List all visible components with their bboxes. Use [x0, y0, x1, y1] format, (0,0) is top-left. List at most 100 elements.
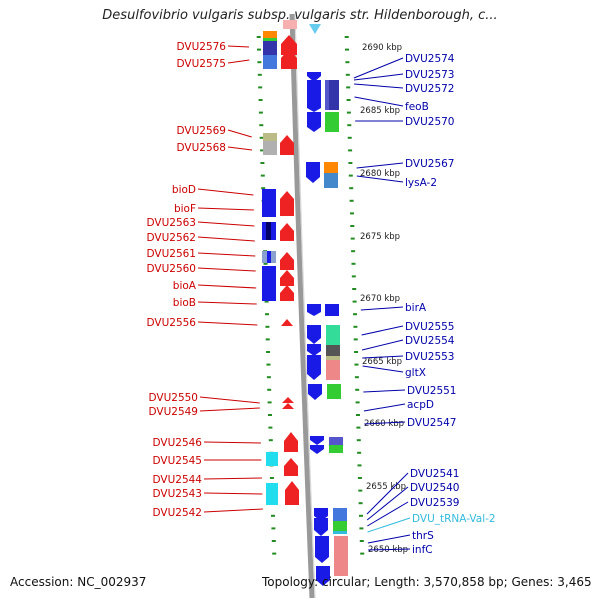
gene-label[interactable]: DVU2569 [177, 125, 227, 137]
gene-arrow[interactable] [282, 403, 294, 409]
connector-line [361, 339, 404, 351]
gene-label[interactable]: DVU2574 [405, 53, 455, 65]
gene-arrow[interactable] [307, 80, 321, 112]
gene-label[interactable]: thrS [412, 530, 434, 542]
gene-arrow[interactable] [280, 270, 294, 286]
gene-block[interactable] [326, 325, 340, 345]
gene-label[interactable]: DVU2562 [147, 232, 197, 244]
gene-block[interactable] [325, 112, 339, 132]
gene-arrow[interactable] [280, 285, 294, 301]
gene-label[interactable]: DVU2544 [153, 474, 203, 486]
gene-label[interactable]: DVU2563 [147, 217, 197, 229]
gene-label[interactable]: bioA [173, 280, 197, 292]
gene-block[interactable] [326, 356, 340, 360]
gene-label[interactable]: DVU2553 [405, 351, 455, 363]
gene-arrow[interactable] [307, 344, 321, 356]
gene-arrow[interactable] [280, 135, 294, 155]
gene-block[interactable] [324, 173, 338, 188]
gene-label[interactable]: DVU2545 [153, 455, 203, 467]
gene-arrow[interactable] [281, 319, 293, 326]
gene-label[interactable]: DVU2561 [147, 248, 197, 260]
gene-label[interactable]: DVU2546 [153, 437, 203, 449]
gene-block[interactable] [267, 251, 271, 263]
gene-label[interactable]: DVU2541 [410, 468, 460, 480]
gene-block[interactable] [266, 483, 278, 505]
gene-label[interactable]: DVU2573 [405, 69, 455, 81]
gene-block[interactable] [334, 536, 348, 576]
gene-block[interactable] [327, 384, 341, 399]
gene-arrow[interactable] [280, 252, 294, 270]
gene-label[interactable]: DVU2556 [147, 317, 197, 329]
gene-block[interactable] [263, 41, 277, 55]
gene-label[interactable]: gltX [405, 367, 426, 379]
gene-block[interactable] [325, 80, 329, 110]
gene-label[interactable]: DVU2560 [147, 263, 197, 275]
gene-arrow[interactable] [310, 445, 324, 454]
gene-arrow[interactable] [306, 162, 320, 183]
gene-block[interactable] [324, 162, 338, 173]
gene-arrow[interactable] [284, 432, 298, 452]
gene-label[interactable]: DVU2554 [405, 335, 455, 347]
gene-block[interactable] [326, 360, 340, 380]
gene-label[interactable]: DVU_tRNA-Val-2 [412, 513, 496, 525]
gene-block[interactable] [263, 141, 277, 155]
gene-block[interactable] [333, 508, 347, 521]
gene-block[interactable] [333, 521, 347, 531]
gene-block[interactable] [263, 31, 277, 42]
gene-label[interactable]: bioF [174, 203, 196, 215]
gene-block[interactable] [329, 437, 343, 445]
gene-label[interactable]: infC [412, 544, 433, 556]
tick-mark [346, 111, 351, 114]
gene-label[interactable]: DVU2567 [405, 158, 455, 170]
gene-arrow[interactable] [314, 518, 328, 536]
gene-label[interactable]: DVU2576 [177, 41, 227, 53]
gene-arrow[interactable] [307, 304, 321, 316]
scale-label: 2680 kbp [360, 169, 400, 179]
gene-label[interactable]: lysA-2 [405, 177, 437, 189]
gene-arrow[interactable] [307, 112, 321, 132]
gene-arrow[interactable] [307, 325, 321, 344]
gene-block[interactable] [266, 452, 278, 466]
gene-block[interactable] [262, 189, 276, 217]
gene-label[interactable]: DVU2540 [410, 482, 460, 494]
gene-arrow[interactable] [308, 384, 322, 400]
gene-label[interactable]: DVU2570 [405, 116, 455, 128]
gene-arrow[interactable] [314, 508, 328, 521]
gene-arrow[interactable] [315, 536, 329, 563]
gene-label[interactable]: DVU2547 [407, 417, 457, 429]
gene-label[interactable]: acpD [407, 399, 434, 411]
gene-label[interactable]: DVU2568 [177, 142, 227, 154]
gene-arrow[interactable] [316, 566, 330, 586]
gene-label[interactable]: DVU2549 [149, 406, 199, 418]
gene-arrow[interactable] [281, 49, 297, 69]
gene-block[interactable] [329, 445, 343, 453]
gene-block[interactable] [262, 266, 276, 301]
gene-label[interactable]: DVU2542 [153, 507, 203, 519]
gene-label[interactable]: DVU2555 [405, 321, 455, 333]
gene-block[interactable] [263, 133, 277, 141]
gene-label[interactable]: DVU2539 [410, 497, 460, 509]
gene-label[interactable]: DVU2543 [153, 488, 203, 500]
gene-arrow[interactable] [307, 355, 321, 380]
gene-block[interactable] [266, 222, 271, 240]
gene-arrow[interactable] [280, 191, 294, 216]
gene-label[interactable]: DVU2550 [149, 392, 199, 404]
gene-label[interactable]: bioB [173, 297, 196, 309]
gene-label[interactable]: bioD [172, 184, 196, 196]
gene-label[interactable]: DVU2575 [177, 58, 227, 70]
gene-arrow[interactable] [307, 72, 321, 82]
gene-arrow[interactable] [282, 397, 294, 403]
gene-block[interactable] [263, 55, 277, 69]
gene-label[interactable]: DVU2551 [407, 385, 457, 397]
gene-arrow[interactable] [280, 223, 294, 241]
gene-block[interactable] [326, 345, 340, 356]
gene-arrow[interactable] [284, 458, 298, 476]
gene-arrow[interactable] [310, 436, 324, 445]
gene-arrow[interactable] [281, 35, 297, 55]
gene-label[interactable]: DVU2572 [405, 83, 455, 95]
gene-arrow[interactable] [285, 481, 299, 505]
gene-block[interactable] [333, 531, 347, 534]
gene-label[interactable]: feoB [405, 101, 429, 113]
gene-label[interactable]: birA [405, 302, 427, 314]
gene-block[interactable] [325, 304, 339, 316]
